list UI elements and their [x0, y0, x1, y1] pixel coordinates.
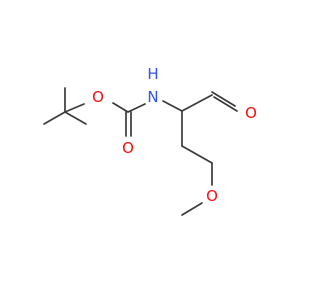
atom-label-nitrogen: N	[147, 88, 158, 106]
atom-label-aldehyde-oxygen: O	[245, 104, 257, 122]
bond-nitrogen-to-alpha-carbon	[162, 100, 183, 112]
atom-label-hydrogen-on-nitrogen: H	[147, 65, 158, 83]
structure-diagram: O O H N O O	[43, 65, 257, 216]
atom-label-carbonyl-oxygen: O	[122, 139, 134, 157]
bond-ether-oxygen-to-methyl	[181, 202, 203, 216]
bond-alpha-to-aldehyde-carbon	[181, 94, 213, 112]
bond-carbonyl-carbon-to-nitrogen	[127, 103, 146, 113]
bond-ester-oxygen-to-carbonyl-carbon	[112, 102, 129, 113]
bond-tbutyl-methyl-bottom	[64, 111, 87, 125]
bond-tbutyl-methyl-left	[43, 111, 66, 125]
molecule-canvas: O O H N O O	[43, 65, 257, 216]
atom-label-ether-oxygen: O	[206, 187, 218, 205]
bond-chain-carbon-1-to-chain-carbon-2	[181, 145, 213, 164]
bond-aldehyde-double-b	[213, 96, 238, 112]
bond-aldehyde-double-a	[211, 91, 236, 107]
atom-label-ester-oxygen: O	[92, 88, 104, 106]
bond-tbutyl-to-ester-oxygen	[64, 103, 85, 113]
